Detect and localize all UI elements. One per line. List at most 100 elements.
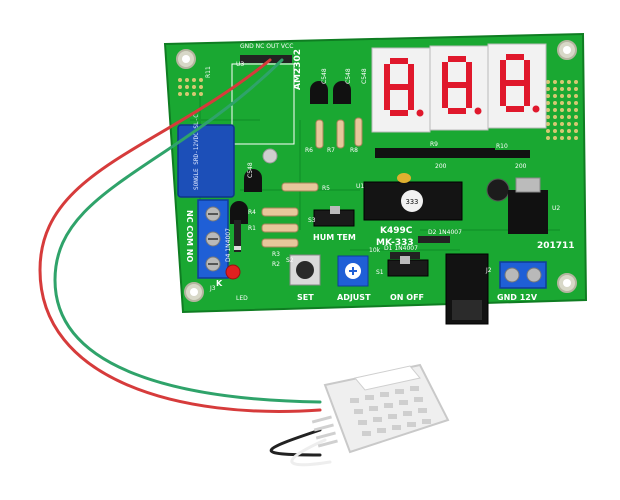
sensor-vent xyxy=(384,403,393,408)
resistors-vertical xyxy=(315,117,363,149)
diode-d1 xyxy=(390,252,420,259)
mounting-holes xyxy=(176,40,577,302)
proto-pad xyxy=(560,80,564,84)
sensor-vent xyxy=(422,419,431,424)
set-button[interactable] xyxy=(296,261,314,279)
proto-pad xyxy=(574,129,578,133)
proto-pad xyxy=(185,78,189,82)
display-segment xyxy=(384,64,390,87)
proto-pad xyxy=(574,94,578,98)
sensor-vent xyxy=(392,425,401,430)
proto-pad xyxy=(567,87,571,91)
proto-pad xyxy=(567,80,571,84)
ref-r6: R6 xyxy=(305,147,313,154)
ref-u3: U3 xyxy=(236,61,244,68)
display-segment xyxy=(466,62,472,85)
display-segment xyxy=(506,106,524,112)
display-segment xyxy=(500,83,506,106)
proto-pad xyxy=(574,101,578,105)
proto-pad xyxy=(560,94,564,98)
display-segment xyxy=(390,58,408,64)
proto-pad xyxy=(560,122,564,126)
diode-d4-label: D4 1N4007 xyxy=(225,228,232,262)
ref-u1: U1 xyxy=(356,183,364,190)
display-segment xyxy=(408,87,414,110)
relay-terminals-label: NC COM NO xyxy=(185,210,194,262)
display-segment xyxy=(500,60,506,83)
mount-pad xyxy=(262,148,278,164)
transistor-q2-label: C548 xyxy=(345,68,352,84)
sensor-vent xyxy=(388,414,397,419)
proto-pad xyxy=(178,85,182,89)
display-segment xyxy=(506,80,524,86)
ref-r8: R8 xyxy=(350,147,358,154)
proto-pad xyxy=(567,108,571,112)
proto-pad xyxy=(546,129,550,133)
proto-pad xyxy=(560,108,564,112)
pot-value-label: 10k xyxy=(369,247,381,254)
proto-pad xyxy=(560,87,564,91)
transistors xyxy=(230,81,351,224)
sensor-vent xyxy=(418,408,427,413)
proto-pad xyxy=(546,80,550,84)
ref-u2: U2 xyxy=(552,205,560,212)
sensor-vent xyxy=(403,411,412,416)
ref-r11: R11 xyxy=(205,66,212,78)
display-decimal-point xyxy=(474,107,482,115)
sensor-vent xyxy=(362,431,371,436)
transistor-q3-label: C548 xyxy=(247,162,254,178)
display-segment xyxy=(524,60,530,83)
proto-pad xyxy=(553,122,557,126)
sensor-vent xyxy=(414,397,423,402)
sensor-vent xyxy=(369,406,378,411)
proto-pad xyxy=(553,136,557,140)
electrolytic-capacitor xyxy=(486,178,510,202)
display-segment xyxy=(448,56,466,62)
resistor-network-2 xyxy=(490,150,530,158)
relay-marking: SONGLE SRD-12VDC-SL-C xyxy=(193,114,200,190)
display-segment xyxy=(506,54,524,60)
proto-pad xyxy=(546,115,550,119)
ref-r7: R7 xyxy=(327,147,335,154)
ref-s2: S2 xyxy=(286,257,294,264)
proto-pad xyxy=(546,87,550,91)
mode-switch-label: HUM TEM xyxy=(313,233,356,242)
proto-pad xyxy=(546,94,550,98)
sensor-vent xyxy=(399,400,408,405)
proto-pad xyxy=(560,136,564,140)
proto-pad xyxy=(567,101,571,105)
proto-pad xyxy=(546,122,550,126)
proto-pad xyxy=(567,129,571,133)
proto-pad xyxy=(574,108,578,112)
power-terminal-label: GND 12V xyxy=(497,293,538,302)
sensor-vent xyxy=(373,417,382,422)
voltage-regulator xyxy=(508,190,548,234)
ref-j2: J2 xyxy=(485,267,492,274)
display-segment xyxy=(390,110,408,116)
chip-marking: 333 xyxy=(406,198,419,206)
display-segment xyxy=(442,62,448,85)
led xyxy=(225,264,241,280)
proto-pad xyxy=(553,101,557,105)
ref-s3: S3 xyxy=(308,217,316,224)
diode-d1-label: D1 1N4007 xyxy=(384,245,418,252)
proto-pad xyxy=(546,108,550,112)
proto-pad xyxy=(178,92,182,96)
sensor-vent xyxy=(365,395,374,400)
ref-r3: R3 xyxy=(272,251,280,258)
proto-pad xyxy=(560,129,564,133)
set-button-label: SET xyxy=(297,293,314,302)
ref-s1: S1 xyxy=(376,269,384,276)
sensor-vent xyxy=(358,420,367,425)
resistor-network xyxy=(375,148,495,158)
sensor-vent xyxy=(410,386,419,391)
proto-pad xyxy=(574,136,578,140)
sensor-vent xyxy=(377,428,386,433)
display-segment xyxy=(408,64,414,87)
sensor-vent xyxy=(395,389,404,394)
ceramic-capacitor xyxy=(397,173,411,183)
proto-pad xyxy=(185,92,189,96)
proto-pad xyxy=(546,136,550,140)
display-segment xyxy=(524,83,530,106)
